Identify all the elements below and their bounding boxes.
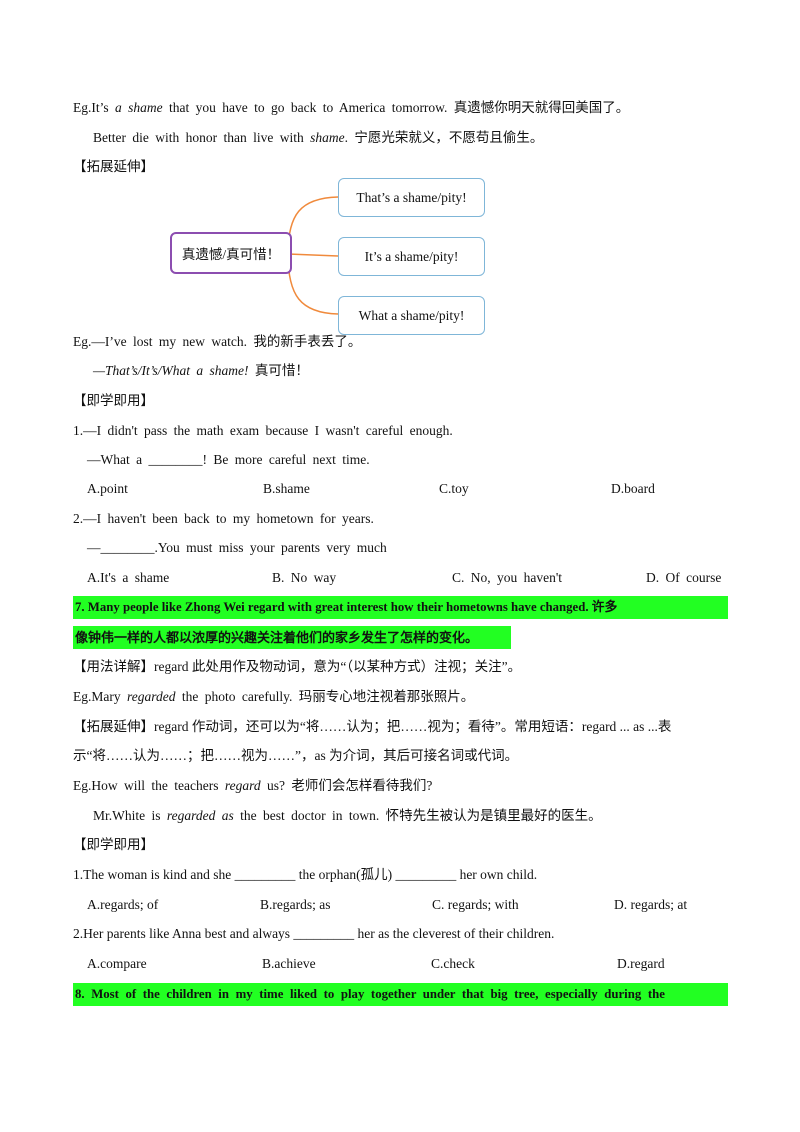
text: Eg.How will the teachers — [73, 778, 225, 793]
example-reply: —That’s/It’s/What a shame! 真可惜！ — [93, 362, 309, 380]
mindmap-connectors — [287, 196, 339, 315]
text: . 宁愿光荣就义，不愿苟且偷生。 — [344, 130, 544, 145]
question-4: 2.Her parents like Anna best and always … — [73, 926, 555, 941]
text: Eg.Mary — [73, 689, 127, 704]
keyword: regarded as — [166, 808, 234, 823]
q1-option-a: A.point — [87, 481, 128, 496]
keyword: regarded — [127, 689, 176, 704]
mindmap-branch-what: What a shame/pity! — [338, 296, 485, 335]
q2-option-d: D. Of course — [646, 570, 722, 585]
question-1: 1.—I didn't pass the math exam because I… — [73, 423, 453, 438]
extension-regard-1: 【拓展延伸】regard 作动词，还可以为“将……认为；把……视为；看待”。常用… — [73, 719, 672, 734]
q3-option-a: A.regards; of — [87, 897, 159, 912]
text: 7. Many people like Zhong Wei regard wit… — [75, 600, 618, 614]
text: us? 老师们会怎样看待我们? — [260, 778, 433, 793]
q2-option-c: C. No, you haven't — [452, 570, 563, 585]
branch-line-2 — [287, 253, 339, 257]
q2-option-b: B. No way — [272, 570, 337, 585]
q3-option-c: C. regards; with — [432, 897, 519, 912]
q1-option-c: C.toy — [439, 481, 469, 496]
keyword: shame — [310, 130, 345, 145]
text: Eg.It’s — [73, 100, 115, 115]
question-2-reply: —________.You must miss your parents ver… — [87, 540, 387, 555]
practice-heading-1: 【即学即用】 — [73, 393, 154, 408]
extension-heading: 【拓展延伸】 — [73, 159, 154, 174]
q4-option-d: D.regard — [617, 956, 665, 971]
example-shame-2: Better die with honor than live with sha… — [93, 129, 543, 147]
practice-heading-2: 【即学即用】 — [73, 837, 154, 852]
mindmap-branch-its: It’s a shame/pity! — [338, 237, 485, 276]
q3-option-d: D. regards; at — [614, 897, 688, 912]
q1-option-d: D.board — [611, 481, 655, 496]
text: that you have to go back to America tomo… — [162, 100, 630, 115]
text: the photo carefully. 玛丽专心地注视着那张照片。 — [175, 689, 475, 704]
text: Mr.White is — [93, 808, 167, 823]
branch-line-3 — [287, 253, 339, 315]
text: 真可惜！ — [248, 363, 309, 378]
question-1-reply: —What a ________! Be more careful next t… — [87, 452, 370, 467]
key-sentence-7-line-2: 像钟伟一样的人都以浓厚的兴趣关注着他们的家乡发生了怎样的变化。 — [73, 626, 511, 649]
example-mary: Eg.Mary regarded the photo carefully. 玛丽… — [73, 688, 474, 706]
q3-option-b: B.regards; as — [260, 897, 331, 912]
question-2: 2.—I haven't been back to my hometown fo… — [73, 511, 374, 526]
q4-option-a: A.compare — [87, 956, 147, 971]
text: the best doctor in town. 怀特先生被认为是镇里最好的医生… — [233, 808, 602, 823]
text: 8. Most of the children in my time liked… — [75, 987, 665, 1001]
keyword: —That’s/It’s/What a shame! — [93, 363, 249, 378]
text: Better die with honor than live with — [93, 130, 311, 145]
q1-option-b: B.shame — [263, 481, 310, 496]
key-sentence-8: 8. Most of the children in my time liked… — [73, 983, 728, 1006]
question-3: 1.The woman is kind and she _________ th… — [73, 867, 538, 882]
keyword: regard — [224, 778, 261, 793]
text: 像钟伟一样的人都以浓厚的兴趣关注着他们的家乡发生了怎样的变化。 — [75, 630, 479, 645]
example-mr-white: Mr.White is regarded as the best doctor … — [93, 807, 602, 825]
q2-option-a: A.It's a shame — [87, 570, 170, 585]
key-sentence-7-line-1: 7. Many people like Zhong Wei regard wit… — [73, 596, 728, 619]
example-teachers: Eg.How will the teachers regard us? 老师们会… — [73, 777, 432, 795]
example-lost-watch: Eg.—I’ve lost my new watch. 我的新手表丢了。 — [73, 334, 362, 349]
mindmap-center-node: 真遗憾/真可惜！ — [170, 232, 292, 274]
mindmap-branch-thats: That’s a shame/pity! — [338, 178, 485, 217]
branch-line-1 — [287, 196, 339, 255]
q4-option-b: B.achieve — [262, 956, 316, 971]
extension-regard-2: 示“将……认为……；把……视为……”，as 为介词，其后可接名词或代词。 — [73, 748, 519, 763]
usage-detail: 【用法详解】regard 此处用作及物动词，意为“（以某种方式）注视；关注”。 — [73, 659, 522, 674]
example-shame-1: Eg.It’s a shame that you have to go back… — [73, 99, 629, 117]
q4-option-c: C.check — [431, 956, 475, 971]
keyword: a shame — [115, 100, 163, 115]
